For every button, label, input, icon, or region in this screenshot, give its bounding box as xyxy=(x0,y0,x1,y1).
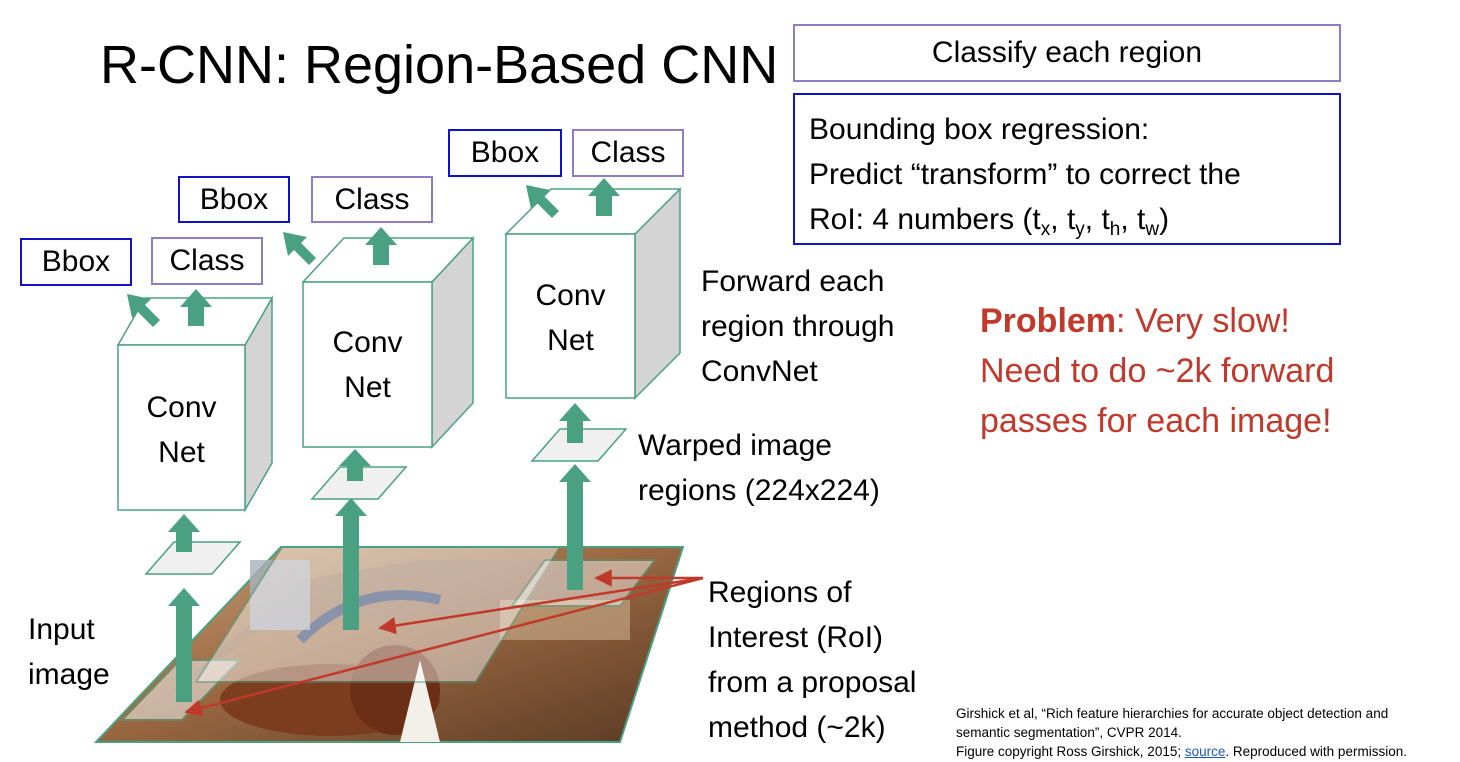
input-image xyxy=(93,546,685,743)
class-output-2: Class xyxy=(311,176,433,223)
bbox-output-2: Bbox xyxy=(178,176,290,223)
arrow-diag-bbox-2 xyxy=(283,232,316,265)
arrow-up-long-1 xyxy=(168,588,200,702)
warped-region-2 xyxy=(310,466,408,500)
warped-region-3 xyxy=(530,428,628,462)
slide-title: R-CNN: Region-Based CNN xyxy=(100,35,779,95)
convnet-box-2 xyxy=(301,236,475,449)
bbox-regression-box: Bounding box regression: Predict “transf… xyxy=(793,93,1341,245)
bbox-regression-line1: Bounding box regression: xyxy=(809,113,1150,146)
source-link[interactable]: source xyxy=(1184,744,1226,759)
class-output-3: Class xyxy=(572,129,684,177)
arrow-up-long-3 xyxy=(559,464,591,590)
convnet-box-3 xyxy=(504,187,682,400)
bbox-output-1: Bbox xyxy=(20,238,132,286)
arrow-up-long-2 xyxy=(335,498,367,630)
arrow-up-short-2 xyxy=(339,449,371,481)
warped-region-1 xyxy=(144,541,242,575)
classify-box: Classify each region xyxy=(793,24,1341,82)
arrow-up-short-3 xyxy=(559,403,591,443)
problem-text: Problem: Very slow! Need to do ~2k forwa… xyxy=(980,302,1335,440)
class-output-1: Class xyxy=(151,237,263,285)
arrow-up-class-1 xyxy=(180,289,212,326)
bbox-output-3: Bbox xyxy=(448,129,562,177)
arrow-up-class-3 xyxy=(588,178,620,216)
arrow-diag-bbox-1 xyxy=(127,294,160,327)
arrow-up-short-1 xyxy=(168,514,200,552)
citation: Girshick et al, “Rich feature hierarchie… xyxy=(956,706,1407,759)
roi-pointers xyxy=(184,569,704,717)
arrow-up-class-2 xyxy=(365,227,397,265)
bbox-regression-line2: Predict “transform” to correct the xyxy=(809,158,1241,191)
arrow-diag-bbox-3 xyxy=(526,185,559,218)
bbox-regression-line3: RoI: 4 numbers (tx, ty, th, tw) xyxy=(809,203,1170,240)
